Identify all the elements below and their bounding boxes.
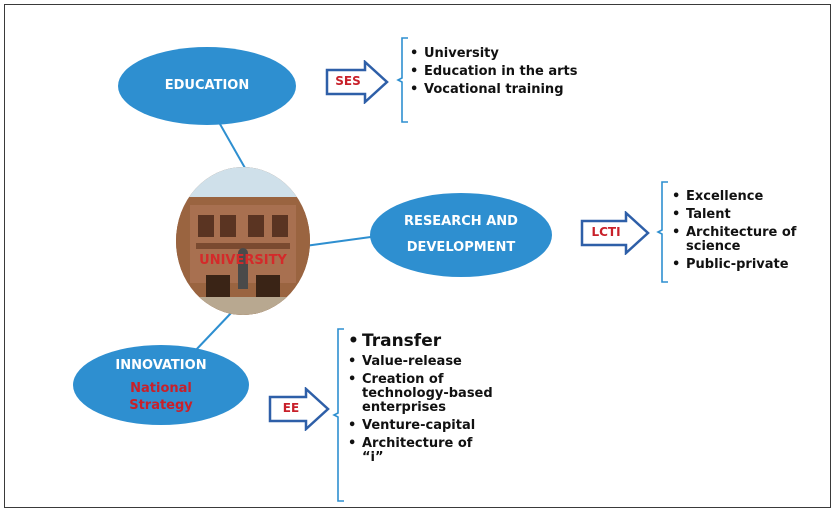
innovation-list: Transfer Value-release Creation of techn… (348, 331, 493, 469)
list-item: Creation of technology-based enterprises (348, 373, 493, 415)
list-item: Vocational training (410, 83, 585, 98)
list-item: Value-release (348, 355, 493, 370)
innovation-sub-line2: Strategy (129, 397, 193, 413)
list-item: Venture-capital (348, 419, 493, 434)
list-item: Public-private (672, 258, 822, 273)
innovation-node: INNOVATION National Strategy (73, 345, 249, 425)
university-label: UNIVERSITY (199, 253, 287, 268)
education-node: EDUCATION (118, 47, 296, 125)
ses-arrow-label: SES (335, 74, 361, 88)
list-item: Talent (672, 208, 822, 223)
research-label-line2: DEVELOPMENT (406, 240, 516, 255)
connector-research (304, 235, 379, 247)
list-item: Transfer (348, 331, 493, 351)
innovation-label: INNOVATION (115, 357, 207, 373)
list-item: University (410, 47, 585, 62)
building-facade-image (176, 167, 310, 315)
education-list: University Education in the arts Vocatio… (410, 47, 585, 101)
ses-arrow-icon (325, 60, 389, 104)
research-list: Excellence Talent Architecture of scienc… (672, 190, 822, 276)
list-item: Architecture of science (672, 226, 822, 254)
list-item: Education in the arts (410, 65, 585, 80)
innovation-brace (332, 328, 344, 502)
diagram-frame (4, 4, 831, 508)
ee-arrow-label: EE (282, 401, 300, 415)
list-item: Excellence (672, 190, 822, 205)
innovation-sub-line1: National (130, 380, 192, 396)
education-label: EDUCATION (164, 78, 250, 93)
connector-innovation (193, 311, 233, 353)
list-item: Architecture of “i” (348, 437, 493, 465)
lcti-arrow-label: LCTI (591, 225, 621, 239)
university-photo: UNIVERSITY (176, 167, 310, 315)
research-node: RESEARCH AND DEVELOPMENT (370, 193, 552, 277)
research-brace (656, 181, 668, 283)
lcti-arrow-icon (580, 211, 650, 255)
ee-arrow-icon (268, 387, 330, 431)
research-label-line1: RESEARCH AND (404, 214, 518, 229)
education-brace (396, 37, 408, 123)
